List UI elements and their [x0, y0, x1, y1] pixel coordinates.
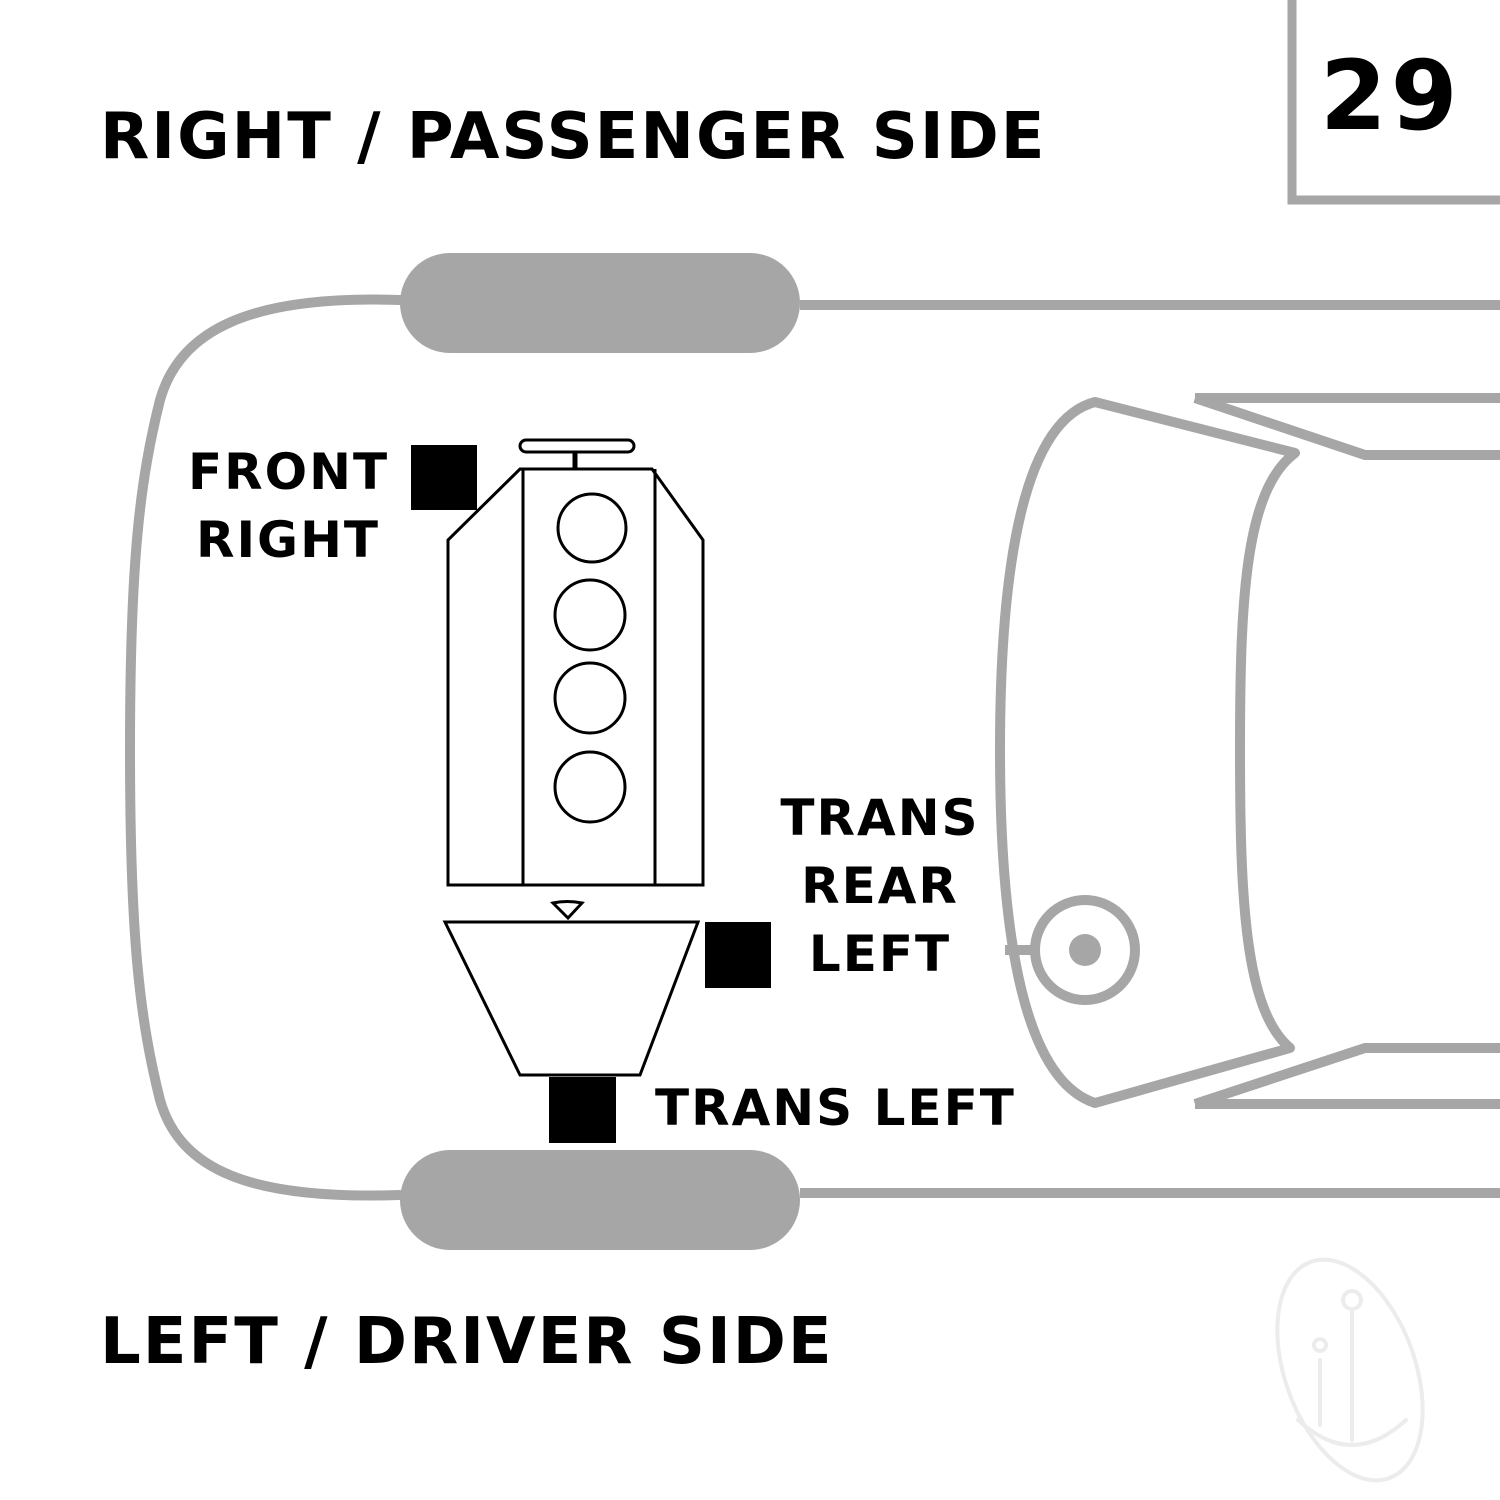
- front-left-tire: [400, 1150, 800, 1250]
- cylinder-4: [553, 750, 627, 824]
- car-body-outline: [124, 294, 405, 1201]
- front-right-tire: [400, 253, 800, 353]
- trans-left-mount-label: TRANS LEFT: [655, 1079, 1016, 1137]
- transmission-outline: [442, 920, 701, 1077]
- engine-block: [446, 438, 705, 887]
- driver-side-label: LEFT / DRIVER SIDE: [100, 1305, 834, 1379]
- cylinder-2: [553, 578, 627, 652]
- trans-rear-left-label-line3: LEFT: [808, 925, 952, 983]
- crank-pulley: [518, 438, 636, 454]
- passenger-side-label: RIGHT / PASSENGER SIDE: [100, 100, 1047, 174]
- transmission: [442, 900, 701, 1077]
- diagram-number: 29: [1320, 40, 1462, 152]
- trans-rear-left-mount-label: TRANS REAR LEFT: [780, 784, 980, 988]
- front-right-label-line1: FRONT: [188, 443, 390, 501]
- trans-rear-left-mount-marker: [705, 922, 771, 988]
- cabin-outline: [995, 397, 1300, 1108]
- cylinder-3: [553, 661, 627, 735]
- front-right-label-line2: RIGHT: [195, 511, 381, 569]
- front-right-mount-label: FRONT RIGHT: [188, 438, 388, 574]
- cylinder-1: [556, 492, 628, 564]
- trans-rear-left-label-line1: TRANS: [780, 789, 980, 847]
- trans-rear-left-label-line2: REAR: [801, 857, 959, 915]
- front-right-mount-marker: [411, 445, 477, 510]
- roof-line-bottom: [1193, 1043, 1500, 1109]
- diagram-number-box: [1287, 0, 1500, 205]
- roof-line-top: [1193, 393, 1500, 460]
- transmission-bolt: [549, 900, 585, 921]
- anchor-logo-icon: [1275, 1257, 1425, 1483]
- shifter-knob: [1069, 934, 1101, 966]
- trans-left-mount-marker: [549, 1077, 616, 1143]
